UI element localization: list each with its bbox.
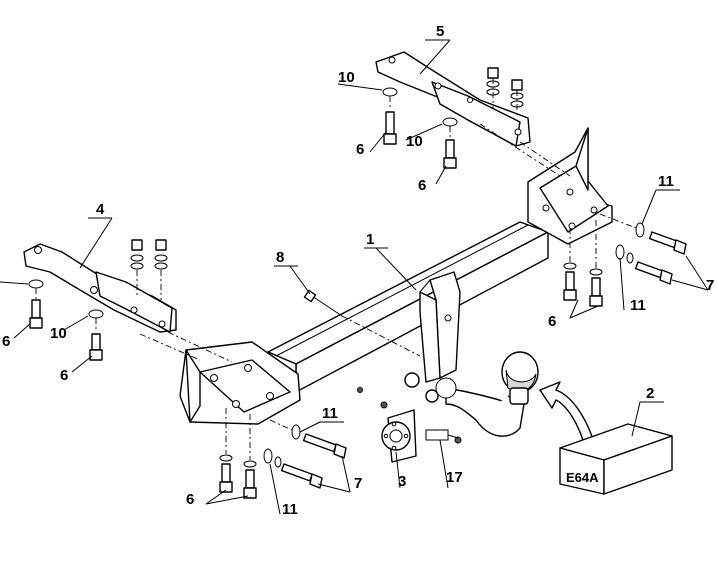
callout-6-upper-right: 6 xyxy=(418,177,426,194)
bolt-8 xyxy=(303,289,421,357)
spring-bolt-assembly xyxy=(425,428,462,444)
tow-ball-neck xyxy=(404,351,539,437)
washer-bolt-upper xyxy=(382,87,458,169)
socket-plate xyxy=(381,409,417,463)
nut xyxy=(380,401,388,409)
callout-8: 8 xyxy=(276,249,284,266)
callout-7-lower: 7 xyxy=(354,475,362,492)
callout-3: 3 xyxy=(398,473,406,490)
callout-10-left: 10 xyxy=(50,325,67,342)
callout-4: 4 xyxy=(96,201,105,218)
callout-11-right: 11 xyxy=(630,297,646,314)
side-bracket-5 xyxy=(375,51,571,177)
callout-6-left: 6 xyxy=(2,333,10,350)
center-drop-bracket xyxy=(419,271,461,383)
callout-2: 2 xyxy=(646,385,654,402)
leader-lines xyxy=(0,39,709,515)
box-code: E64A xyxy=(566,470,599,485)
left-end-bracket xyxy=(179,341,301,425)
callout-7-right: 7 xyxy=(706,277,714,294)
callout-10-upper-right: 10 xyxy=(406,133,423,150)
nut-stack-5 xyxy=(486,67,524,118)
callout-11-right-top: 11 xyxy=(658,173,674,190)
callout-11-lower: 11 xyxy=(322,405,338,422)
callout-11-bottom: 11 xyxy=(282,501,298,518)
callout-17: 17 xyxy=(446,469,463,486)
callout-1: 1 xyxy=(366,231,374,248)
right-bolts xyxy=(563,213,687,307)
callout-5: 5 xyxy=(436,23,444,40)
callout-10-upper-left: 10 xyxy=(338,69,355,86)
callout-6-right: 6 xyxy=(548,313,556,330)
left-lower-bolts xyxy=(219,408,347,499)
nut-stack-4 xyxy=(130,239,168,300)
callout-6-upper: 6 xyxy=(356,141,364,158)
washer-bolt-left xyxy=(28,279,104,361)
nut xyxy=(357,387,363,393)
callout-6-left-lower: 6 xyxy=(60,367,68,384)
electrical-kit-box xyxy=(559,423,673,495)
right-end-bracket xyxy=(527,127,613,245)
callout-6-lower: 6 xyxy=(186,491,194,508)
side-bracket-4 xyxy=(23,243,233,363)
